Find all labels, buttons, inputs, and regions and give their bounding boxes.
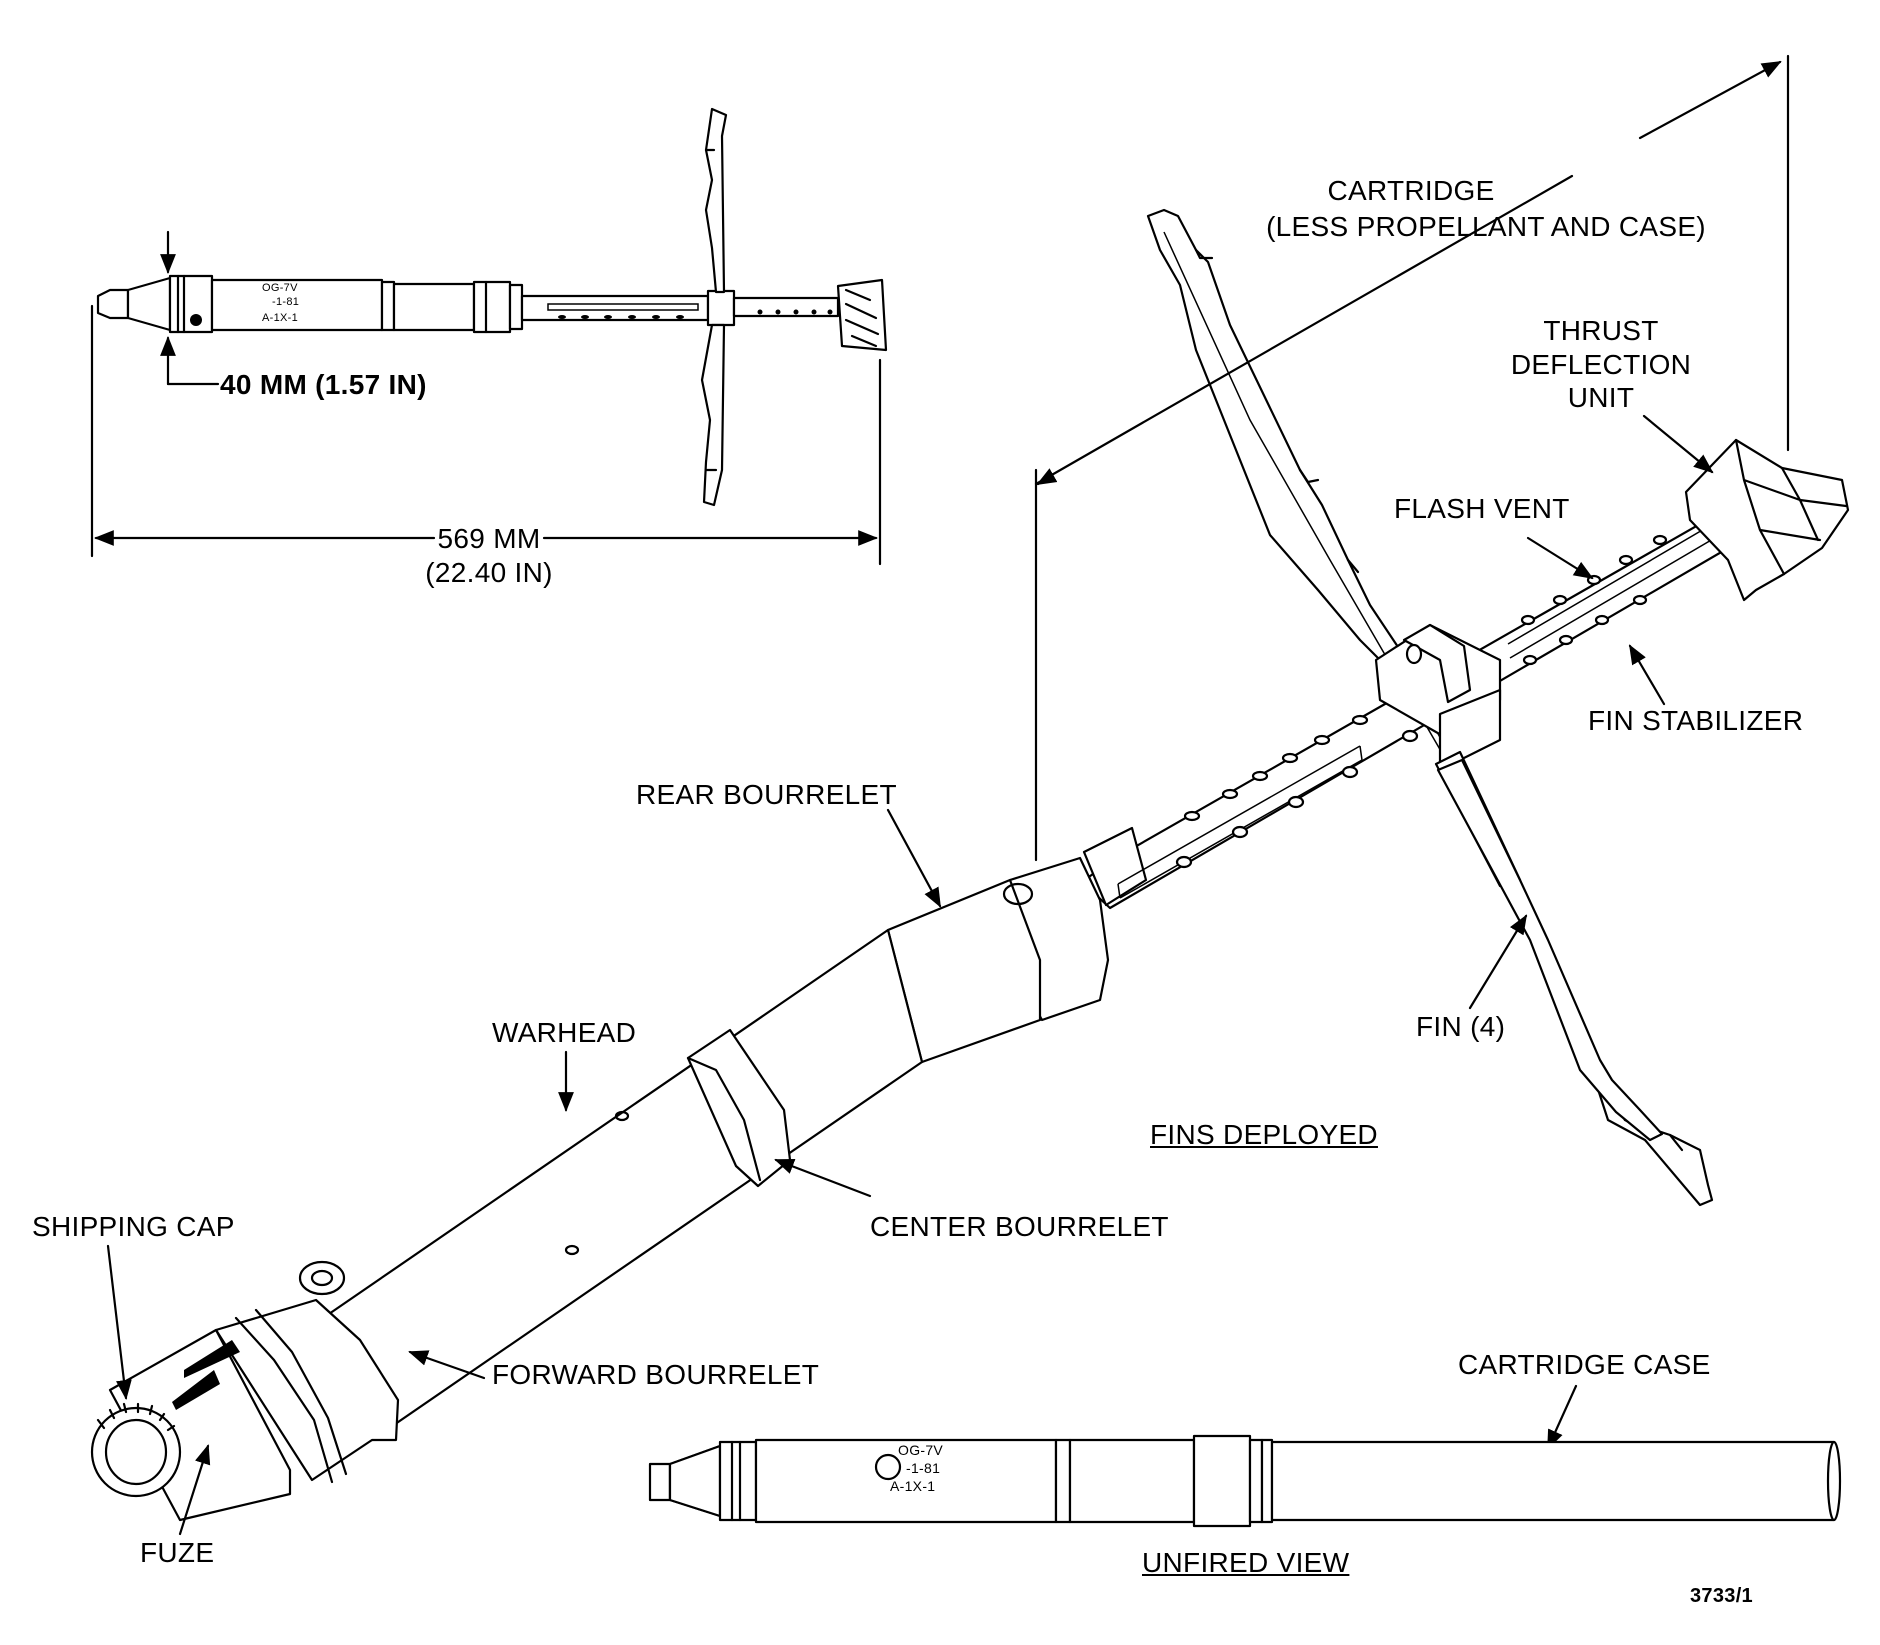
marking-small-1: OG-7V bbox=[262, 282, 298, 294]
label-cartridge-case: CARTRIDGE CASE bbox=[1458, 1349, 1711, 1380]
label-flash-vent: FLASH VENT bbox=[1394, 493, 1570, 524]
side-view-small bbox=[90, 107, 888, 566]
dimension-length-in: (22.40 IN) bbox=[425, 556, 553, 588]
label-center-bourrelet: CENTER BOURRELET bbox=[870, 1211, 1169, 1242]
label-thrust-line1: THRUST bbox=[1543, 315, 1659, 346]
marking-small-2: -1-81 bbox=[272, 296, 300, 308]
figure-number: 3733/1 bbox=[1690, 1585, 1753, 1607]
main-view-fins-deployed bbox=[90, 54, 1850, 1522]
label-warhead: WARHEAD bbox=[492, 1017, 637, 1048]
label-cartridge: CARTRIDGE bbox=[1262, 174, 1560, 208]
leader-arrows bbox=[106, 414, 1714, 1536]
label-thrust-deflection-unit: THRUST DEFLECTION UNIT bbox=[1506, 314, 1696, 415]
marking-small-3: A-1X-1 bbox=[262, 312, 299, 324]
label-thrust-line2: DEFLECTION bbox=[1510, 348, 1692, 380]
label-cartridge-sub: (LESS PROPELLANT AND CASE) bbox=[1262, 210, 1710, 244]
label-thrust-line3: UNIT bbox=[1567, 382, 1635, 414]
marking-unfired-1: OG-7V bbox=[898, 1442, 944, 1458]
marking-unfired-3: A-1X-1 bbox=[890, 1478, 936, 1494]
label-cartridge-line2: (LESS PROPELLANT AND CASE) bbox=[1266, 211, 1706, 242]
label-forward-bourrelet: FORWARD BOURRELET bbox=[492, 1359, 820, 1390]
dimension-length-mm: 569 MM bbox=[437, 523, 541, 554]
label-fuze: FUZE bbox=[140, 1537, 215, 1568]
label-unfired-view: UNFIRED VIEW bbox=[1142, 1547, 1350, 1578]
label-cartridge-line1: CARTRIDGE bbox=[1327, 175, 1495, 206]
label-rear-bourrelet: REAR BOURRELET bbox=[636, 779, 897, 810]
label-shipping-cap: SHIPPING CAP bbox=[32, 1211, 235, 1242]
label-fins-deployed: FINS DEPLOYED bbox=[1150, 1119, 1378, 1150]
label-fin-stabilizer: FIN STABILIZER bbox=[1588, 705, 1804, 736]
marking-unfired-2: -1-81 bbox=[906, 1460, 941, 1476]
dimension-length: 569 MM (22.40 IN) bbox=[404, 522, 574, 589]
unfired-view bbox=[648, 1434, 1842, 1528]
label-fin-count: FIN (4) bbox=[1416, 1011, 1506, 1042]
dimension-diameter: 40 MM (1.57 IN) bbox=[220, 369, 427, 400]
